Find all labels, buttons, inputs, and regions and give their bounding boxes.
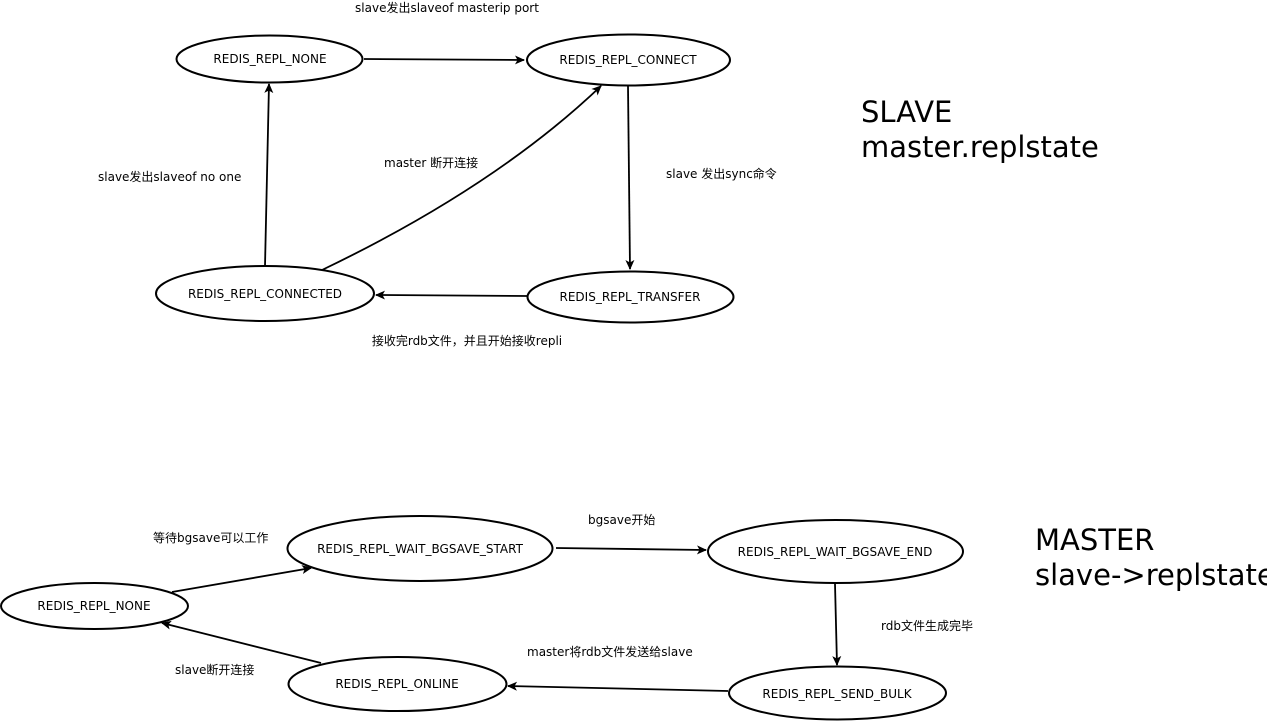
state-node-slave-connect: REDIS_REPL_CONNECT (526, 33, 731, 87)
edge-label-master-online-to-none: slave断开连接 (175, 662, 254, 677)
edge-label-slave-none-to-connect: slave发出slaveof masterip port (355, 0, 539, 15)
state-node-master-wait-bgsave-start: REDIS_REPL_WAIT_BGSAVE_START (286, 515, 554, 582)
edge-label-slave-connected-to-connect: master 断开连接 (384, 155, 478, 170)
section-subtitle-master: slave->replstate (1035, 558, 1267, 592)
edge-label-master-start-to-end: bgsave开始 (588, 513, 655, 527)
slave-section: REDIS_REPL_NONE REDIS_REPL_CONNECT REDIS… (98, 0, 1099, 348)
state-node-slave-transfer: REDIS_REPL_TRANSFER (526, 270, 735, 324)
state-node-label: REDIS_REPL_WAIT_BGSAVE_END (738, 545, 933, 559)
state-node-master-wait-bgsave-end: REDIS_REPL_WAIT_BGSAVE_END (707, 519, 964, 584)
state-node-label: REDIS_REPL_NONE (213, 52, 326, 66)
state-node-label: REDIS_REPL_CONNECTED (188, 287, 342, 301)
edge-master-send-to-online (507, 681, 729, 692)
edge-slave-transfer-to-connected (375, 290, 528, 300)
edge-label-slave-transfer-to-connected: 接收完rdb文件，并且开始接收repli (372, 333, 562, 348)
section-subtitle-slave: master.replstate (861, 130, 1099, 164)
state-node-master-online: REDIS_REPL_ONLINE (287, 656, 508, 712)
edge-label-master-end-to-send: rdb文件生成完毕 (881, 618, 973, 633)
state-node-master-none: REDIS_REPL_NONE (0, 582, 189, 630)
edge-label-master-send-to-online: master将rdb文件发送给slave (527, 644, 693, 659)
edge-slave-connected-to-none (264, 83, 274, 267)
edge-slave-connected-to-connect (321, 85, 602, 271)
edge-master-online-to-none (161, 620, 322, 664)
state-node-master-send-bulk: REDIS_REPL_SEND_BULK (728, 665, 947, 721)
state-node-label: REDIS_REPL_CONNECT (559, 53, 697, 67)
state-node-label: REDIS_REPL_ONLINE (335, 677, 458, 691)
edge-slave-none-to-connect (363, 55, 525, 65)
edge-label-master-none-to-start: 等待bgsave可以工作 (153, 531, 268, 545)
master-section: REDIS_REPL_NONE REDIS_REPL_WAIT_BGSAVE_S… (0, 513, 1267, 721)
edge-slave-connect-to-transfer (625, 85, 635, 270)
edge-master-none-to-start (171, 565, 312, 593)
edge-label-slave-connect-to-transfer: slave 发出sync命令 (666, 166, 777, 181)
section-title-slave: SLAVE (861, 95, 952, 129)
edge-master-start-to-end (555, 545, 707, 555)
state-node-slave-connected: REDIS_REPL_CONNECTED (155, 265, 375, 322)
state-node-label: REDIS_REPL_WAIT_BGSAVE_START (317, 542, 524, 556)
section-title-master: MASTER (1035, 523, 1154, 557)
state-node-slave-none: REDIS_REPL_NONE (175, 34, 364, 84)
state-node-label: REDIS_REPL_TRANSFER (560, 290, 701, 304)
edge-label-slave-connected-to-none: slave发出slaveof no one (98, 169, 241, 184)
state-node-label: REDIS_REPL_SEND_BULK (762, 687, 912, 701)
edge-master-end-to-send (832, 583, 842, 666)
state-node-label: REDIS_REPL_NONE (37, 599, 150, 613)
